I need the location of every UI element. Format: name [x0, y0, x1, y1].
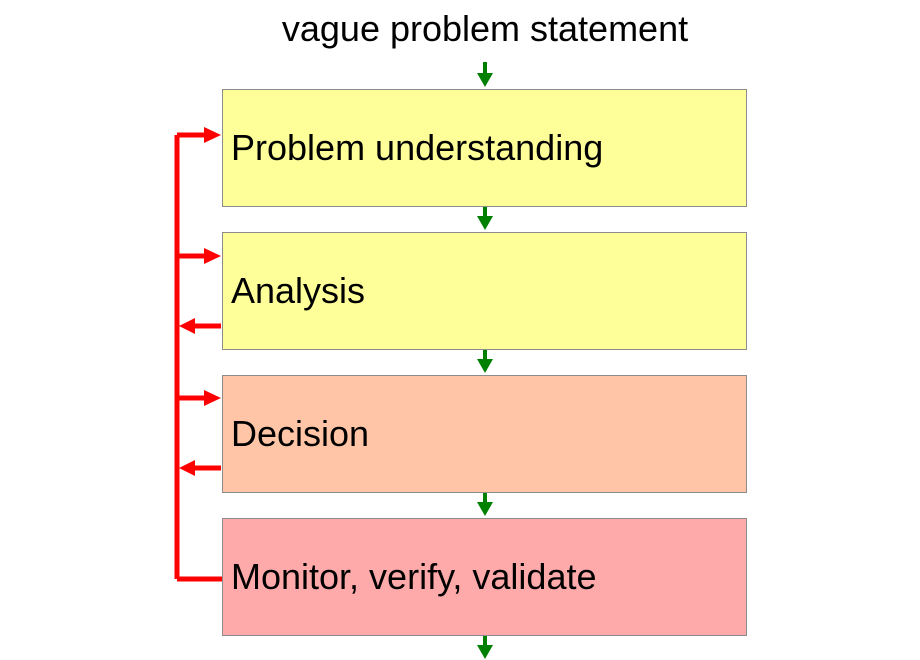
step-box-problem-understanding: Problem understanding — [222, 89, 747, 207]
step-box-monitor-verify-validate: Monitor, verify, validate — [222, 518, 747, 636]
feedback-arrow-out-head — [179, 318, 195, 334]
feedback-arrow-out — [179, 460, 221, 476]
flow-arrow-head — [477, 73, 493, 87]
feedback-arrow-in — [177, 127, 221, 143]
flow-arrow — [477, 348, 493, 373]
flow-arrow-head — [477, 359, 493, 373]
flow-arrow — [477, 491, 493, 516]
input-statement: vague problem statement — [281, 8, 689, 49]
flow-arrow — [477, 634, 493, 659]
step-label-problem-understanding: Problem understanding — [231, 127, 604, 168]
step-box-decision: Decision — [222, 375, 747, 493]
flow-arrow-head — [477, 645, 493, 659]
flow-arrow — [477, 205, 493, 230]
step-label-monitor-verify-validate: Monitor, verify, validate — [231, 556, 597, 597]
feedback-arrow-in-head — [204, 127, 221, 143]
flow-arrow — [477, 62, 493, 87]
flow-arrow-head — [477, 502, 493, 516]
flow-arrow-head — [477, 216, 493, 230]
feedback-arrow-out-head — [179, 460, 195, 476]
feedback-arrow-in-head — [204, 248, 221, 264]
feedback-loop — [174, 127, 222, 582]
feedback-arrow-in — [177, 248, 221, 264]
feedback-arrow-out — [179, 318, 221, 334]
flow-arrows — [477, 62, 493, 659]
step-label-analysis: Analysis — [231, 270, 366, 311]
feedback-arrow-in — [177, 390, 221, 406]
step-label-decision: Decision — [231, 413, 370, 454]
feedback-arrow-in-head — [204, 390, 221, 406]
step-box-analysis: Analysis — [222, 232, 747, 350]
